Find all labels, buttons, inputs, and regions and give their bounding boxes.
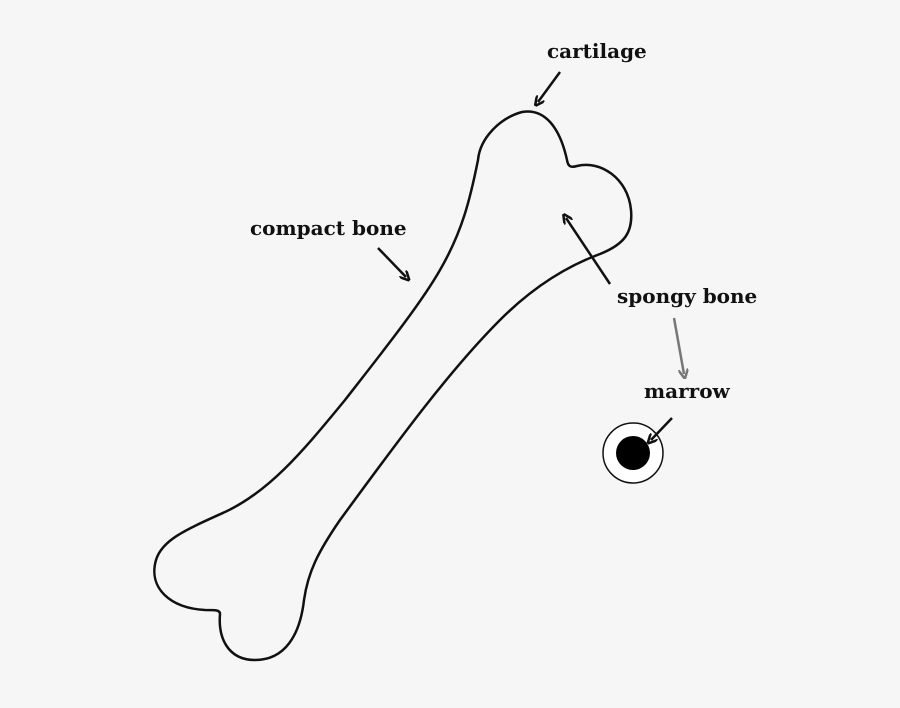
spongy-bone-label: spongy bone [617,284,758,308]
cartilage-label: cartilage [547,39,647,63]
compact-bone-label: compact bone [250,216,407,240]
marrow-arrow [651,417,673,440]
bone-outline [153,110,633,662]
spongy-to-marrow-arrow [672,317,684,374]
compact-bone-arrow [377,247,406,277]
cartilage-arrow [538,71,562,102]
spongy-bone-arrow [566,218,612,285]
marrow-core [616,436,650,470]
marrow-label: marrow [644,379,730,403]
